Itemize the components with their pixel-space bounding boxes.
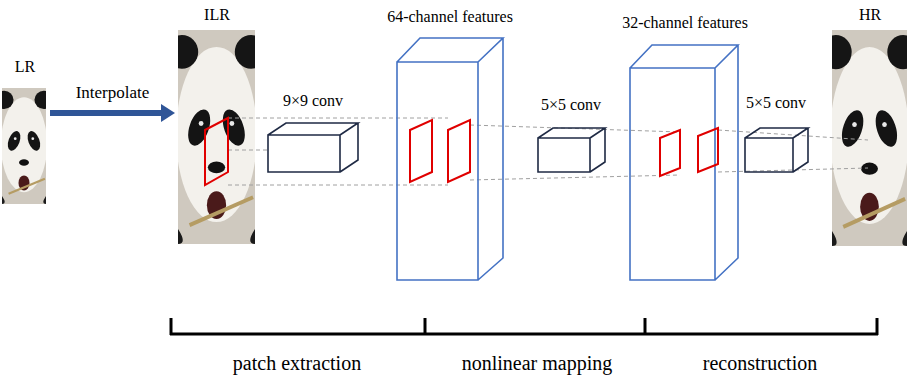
patch-marker — [660, 130, 680, 176]
node-label: 32-channel features — [619, 14, 751, 32]
interpolate-arrow — [50, 104, 175, 122]
hr-image — [820, 30, 914, 246]
feature-slab — [397, 38, 503, 280]
dashed-line — [470, 175, 680, 180]
image-node: LR — [2, 58, 48, 206]
conv-cuboid — [538, 128, 605, 172]
feature-slabs — [397, 38, 738, 280]
conv-cuboid — [745, 128, 808, 172]
image-node: HR — [830, 6, 910, 248]
patch-marker — [448, 120, 470, 182]
arrow-shaft — [50, 110, 161, 116]
projection-lines — [228, 118, 868, 185]
stage-label: reconstruction — [703, 352, 817, 374]
node-label: 5×5 conv — [536, 96, 606, 114]
patch-marker — [205, 118, 228, 185]
bracket-tick — [170, 318, 173, 335]
patch-markers — [205, 118, 718, 185]
node-label: ILR — [177, 6, 257, 24]
stage-bracket — [170, 318, 878, 335]
node-label: 64-channel features — [384, 8, 516, 26]
feature-map: 32-channel features — [619, 14, 751, 282]
node-label: LR — [2, 58, 48, 76]
patch-marker — [410, 120, 432, 182]
node-label: HR — [830, 6, 910, 24]
conv-layer: 5×5 conv — [743, 94, 810, 174]
feature-slab — [630, 45, 738, 280]
conv-layer: 5×5 conv — [536, 96, 606, 174]
arrow-head — [161, 104, 175, 122]
node-label: 9×9 conv — [267, 92, 359, 110]
bracket-line — [170, 333, 878, 336]
bracket-tick — [644, 318, 647, 335]
node-label: 5×5 conv — [743, 94, 810, 112]
conv-cuboids — [268, 123, 808, 172]
ilr-image — [165, 30, 267, 244]
feature-map: 64-channel features — [384, 8, 516, 282]
dashed-line — [228, 185, 448, 186]
edge-label: Interpolate — [74, 83, 152, 102]
conv-layer: 9×9 conv — [267, 92, 359, 174]
image-node: ILR — [177, 6, 257, 246]
stage-label: patch extraction — [233, 352, 361, 374]
bracket-tick — [876, 318, 879, 335]
dashed-line — [228, 118, 448, 119]
lr-image — [0, 88, 53, 204]
dashed-line — [228, 150, 268, 151]
bracket-tick — [424, 318, 427, 335]
conv-cuboid — [268, 123, 358, 172]
patch-marker — [698, 128, 718, 172]
stage-label: nonlinear mapping — [462, 352, 613, 374]
